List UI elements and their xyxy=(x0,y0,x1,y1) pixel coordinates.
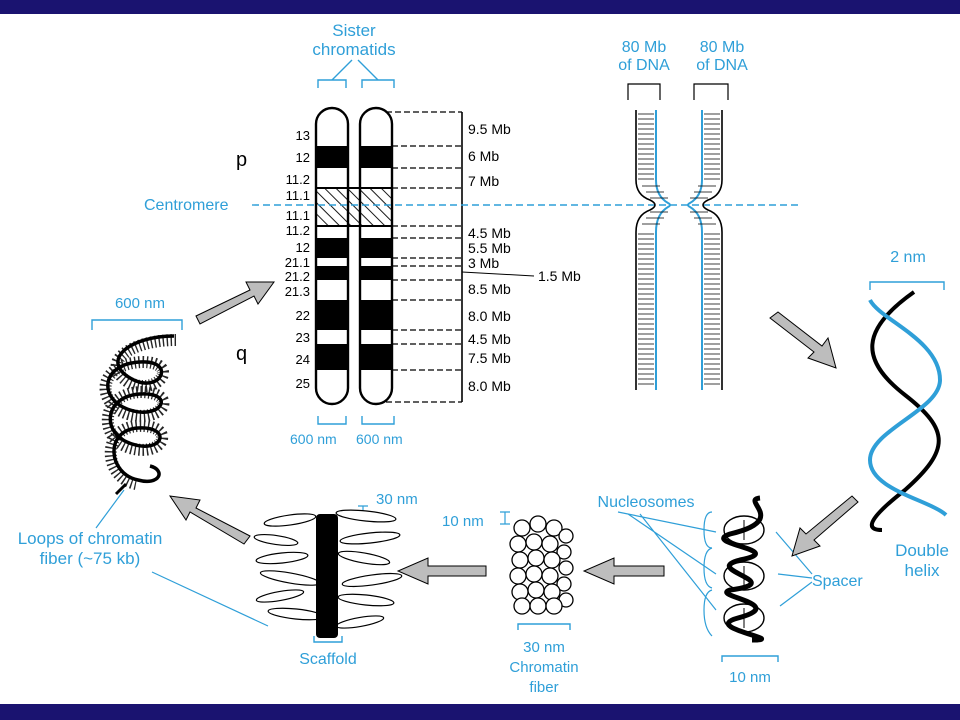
mb-label: 7 Mb xyxy=(468,173,499,189)
band-label: 21.3 xyxy=(285,284,310,299)
band-boundaries xyxy=(392,145,462,371)
mb-callout-label: 1.5 Mb xyxy=(538,268,581,284)
dna-left-ticks xyxy=(638,113,668,385)
mb-labels: 9.5 Mb 6 Mb 7 Mb 4.5 Mb 5.5 Mb 3 Mb 8.5 … xyxy=(468,121,511,394)
nucleosome-string: Nucleosomes Spacer 10 nm xyxy=(598,494,864,686)
dna-right-ticks xyxy=(690,113,720,385)
dna-bracket xyxy=(627,83,729,100)
loop-width-label: 30 nm xyxy=(376,491,418,508)
band-label: 13 xyxy=(296,128,310,143)
mb-label: 6 Mb xyxy=(468,148,499,164)
mb-label: 8.0 Mb xyxy=(468,378,511,394)
sister-label-2: chromatids xyxy=(312,40,395,59)
mb-label: 7.5 Mb xyxy=(468,350,511,366)
scaffold-bar xyxy=(316,514,338,638)
band-label: 22 xyxy=(296,308,310,323)
scaffold-label: Scaffold xyxy=(299,651,357,668)
callout-line xyxy=(461,271,535,277)
mb-label: 4.5 Mb xyxy=(468,225,511,241)
band-label: 21.2 xyxy=(285,269,310,284)
band-label: 11.1 xyxy=(286,188,310,203)
nucleosome-width-label: 10 nm xyxy=(729,669,771,686)
band-label: 23 xyxy=(296,330,310,345)
band-label: 11.1 xyxy=(286,208,310,223)
arrow-to-fiber xyxy=(582,557,665,585)
helix-label-1: Double xyxy=(895,541,949,560)
double-helix: 2 nm Double helix xyxy=(867,249,949,580)
arrow-to-coil xyxy=(168,495,251,545)
dna-left-label-1: 80 Mb xyxy=(622,39,667,56)
arrow-to-helix xyxy=(769,311,837,369)
centromere-label: Centromere xyxy=(144,197,229,214)
arm-p-label: p xyxy=(236,149,247,171)
arrow-to-chromosome xyxy=(195,281,275,325)
dna-right-label-1: 80 Mb xyxy=(700,39,745,56)
arm-q-label: q xyxy=(236,343,247,365)
loops-label-2: fiber (~75 kb) xyxy=(40,549,141,568)
width-label-left: 600 nm xyxy=(290,431,337,447)
band-label: 11.2 xyxy=(286,223,310,238)
band-label: 11.2 xyxy=(286,172,310,187)
dna-strands: 80 Mb of DNA 80 Mb of DNA xyxy=(618,39,748,390)
chromatid-right xyxy=(360,108,392,404)
chromatin-coil: 600 nm Loops of chromatin fiber (~75 kb) xyxy=(18,295,269,627)
sister-pointer xyxy=(331,59,379,81)
chromosome xyxy=(314,106,535,406)
bottom-frame-bar xyxy=(0,704,960,720)
band-label: 24 xyxy=(296,352,310,367)
chromatin-fiber: 10 nm 30 nm Chromatin fiber xyxy=(442,511,579,696)
width-label-right: 600 nm xyxy=(356,431,403,447)
coil-width-label: 600 nm xyxy=(115,295,165,312)
process-arrows xyxy=(168,281,859,585)
band-label: 25 xyxy=(296,376,310,391)
fiber-name-2: fiber xyxy=(529,679,558,696)
arrow-to-nucleosome xyxy=(791,495,859,557)
arrow-to-scaffold xyxy=(396,557,487,585)
chromatid-width-bracket xyxy=(317,416,395,425)
mb-label: 9.5 Mb xyxy=(468,121,511,137)
nucleosomes-label: Nucleosomes xyxy=(598,494,695,511)
chromatid-left xyxy=(316,108,348,404)
band-label: 21.1 xyxy=(285,255,310,270)
fiber-side-label: 10 nm xyxy=(442,513,484,530)
mb-label: 4.5 Mb xyxy=(468,331,511,347)
spacer-label: Spacer xyxy=(812,573,863,590)
band-label: 12 xyxy=(296,150,310,165)
sister-label-1: Sister xyxy=(332,21,376,40)
scaffold-structure: 30 nm Scaffold xyxy=(253,491,418,668)
dna-left-label-2: of DNA xyxy=(618,57,670,74)
mb-label: 8.0 Mb xyxy=(468,308,511,324)
dna-right-label-2: of DNA xyxy=(696,57,748,74)
centromere-region xyxy=(316,188,392,226)
mb-label: 5.5 Mb xyxy=(468,240,511,256)
helix-width-label: 2 nm xyxy=(890,249,926,266)
band-labels: 13 12 11.2 11.1 11.1 11.2 12 21.1 21.2 2… xyxy=(285,128,310,391)
fiber-width-label: 30 nm xyxy=(523,639,565,656)
top-frame-bar xyxy=(0,0,960,14)
helix-label-2: helix xyxy=(905,561,940,580)
band-label: 12 xyxy=(296,240,310,255)
mb-label: 3 Mb xyxy=(468,255,499,271)
fiber-name-1: Chromatin xyxy=(509,659,578,676)
mb-label: 8.5 Mb xyxy=(468,281,511,297)
loops-label-1: Loops of chromatin xyxy=(18,529,163,548)
sister-bracket xyxy=(317,79,395,88)
